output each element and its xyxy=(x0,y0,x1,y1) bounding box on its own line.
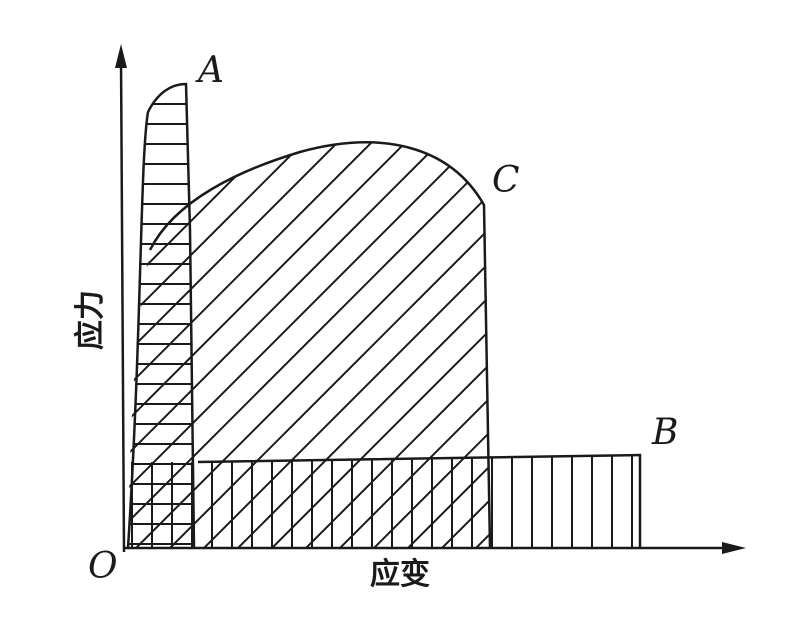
curve-c-outline xyxy=(148,141,492,549)
hatch-line-c xyxy=(128,142,490,548)
hatch-line-c xyxy=(157,142,490,548)
hatch-line-c xyxy=(498,40,800,560)
hatch-line-c xyxy=(361,142,490,548)
hatch-line-c xyxy=(128,142,135,548)
hatch-line-c xyxy=(128,142,490,548)
hatch-line-c xyxy=(128,142,407,548)
hatch-line-c xyxy=(259,142,490,548)
hatch-line-c xyxy=(128,142,490,548)
curve-c-region xyxy=(128,40,800,560)
hatch-line-c xyxy=(128,142,441,548)
curve-a-label: A xyxy=(195,50,224,91)
curve-b-label: B xyxy=(651,412,678,453)
curve-c-label: C xyxy=(492,160,520,201)
hatch-line-c xyxy=(293,142,490,548)
hatch-line-c xyxy=(128,142,490,548)
y-axis xyxy=(119,57,126,553)
curve-b-outline xyxy=(197,453,642,548)
hatch-line-c xyxy=(191,142,490,548)
hatch-line-c xyxy=(128,142,490,548)
hatch-line-c xyxy=(395,142,490,548)
hatch-line-c xyxy=(327,142,490,548)
x-axis-title: 应变 xyxy=(370,557,430,592)
hatch-line-c xyxy=(128,142,475,548)
curve-a-outline xyxy=(126,82,196,549)
y-axis-arrow xyxy=(115,44,127,68)
y-axis-title: 应力 xyxy=(73,290,108,350)
x-axis-arrow xyxy=(722,542,746,554)
origin-label: O xyxy=(88,546,118,587)
hatch-line-c xyxy=(566,40,800,560)
